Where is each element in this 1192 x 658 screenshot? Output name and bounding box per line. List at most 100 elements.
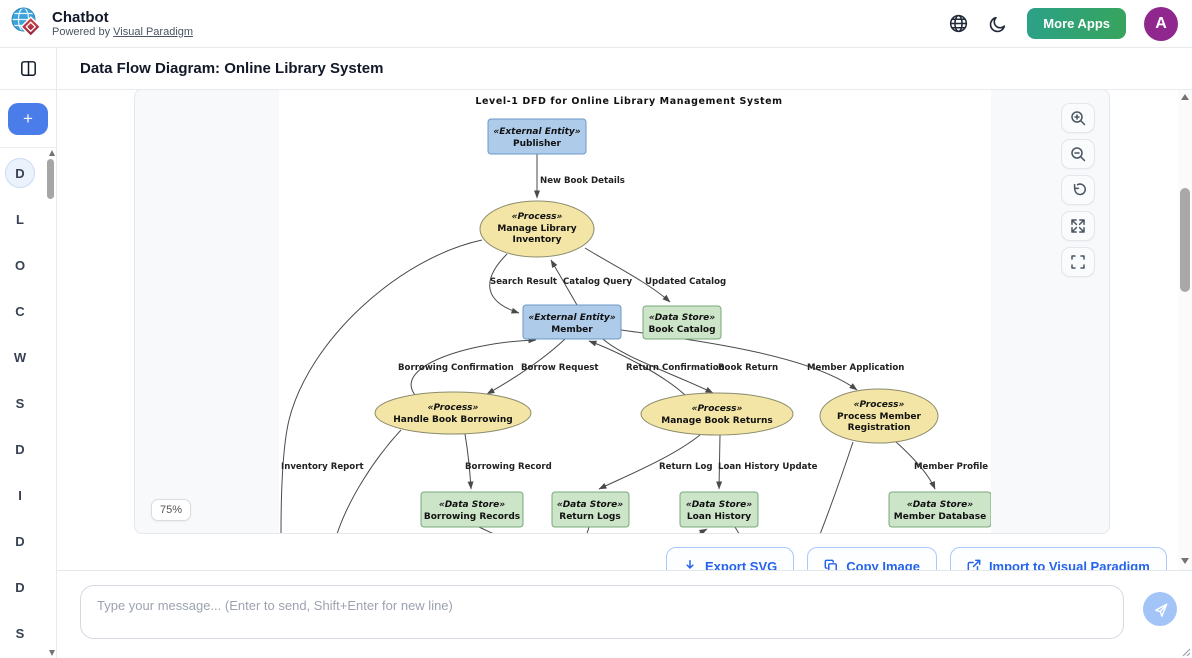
new-chat-button[interactable]: + bbox=[8, 102, 48, 135]
expand-icon bbox=[1071, 219, 1085, 233]
scroll-up-arrow[interactable] bbox=[49, 150, 55, 156]
diagram-viewer: Level-1 DFD for Online Library Managemen… bbox=[134, 90, 1110, 534]
flow-label: Catalog Query bbox=[563, 277, 632, 287]
conversation-item[interactable]: S bbox=[15, 395, 25, 411]
node-name: Loan History bbox=[687, 512, 751, 522]
scroll-down-arrow[interactable] bbox=[1181, 558, 1189, 564]
scrollbar-thumb[interactable] bbox=[1180, 188, 1190, 292]
page-title: Data Flow Diagram: Online Library System bbox=[80, 60, 384, 77]
node-process-member-registration[interactable]: «Process» Process Member Registration bbox=[819, 388, 939, 444]
expand-button[interactable] bbox=[1061, 211, 1095, 241]
node-name: Process Member bbox=[837, 412, 921, 422]
scrollbar-thumb[interactable] bbox=[47, 159, 54, 199]
export-svg-label: Export SVG bbox=[705, 558, 778, 571]
node-name: Member Database bbox=[894, 512, 986, 522]
conversation-item[interactable]: C bbox=[15, 303, 25, 319]
sidebar-scrollbar[interactable] bbox=[46, 148, 55, 658]
node-handle-book-borrowing[interactable]: «Process» Handle Book Borrowing bbox=[374, 391, 532, 435]
chat-scrollbar[interactable] bbox=[1178, 90, 1192, 570]
conversation-item[interactable]: S bbox=[15, 625, 25, 641]
flow-label: Member Application bbox=[807, 363, 904, 373]
conversation-item[interactable]: L bbox=[16, 211, 24, 227]
flow-label: Inventory Report bbox=[281, 462, 364, 472]
node-borrowing-records[interactable]: «Data Store» Borrowing Records bbox=[420, 491, 524, 528]
conversation-item[interactable]: O bbox=[14, 257, 26, 273]
diagram-actions: Export SVG Copy Image Import to Visual P… bbox=[666, 547, 1167, 570]
flow-label: Borrowing Record bbox=[465, 462, 552, 472]
node-manage-library-inventory[interactable]: «Process» Manage Library Inventory bbox=[479, 200, 595, 258]
node-name: Manage Library bbox=[497, 224, 576, 234]
language-button[interactable] bbox=[947, 13, 969, 35]
dfd-diagram[interactable]: Level-1 DFD for Online Library Managemen… bbox=[279, 90, 991, 533]
flow-label: Borrow Request bbox=[521, 363, 599, 373]
node-name: Borrowing Records bbox=[424, 512, 520, 522]
more-apps-button[interactable]: More Apps bbox=[1027, 8, 1126, 39]
visual-paradigm-logo bbox=[11, 6, 42, 37]
node-book-catalog[interactable]: «Data Store» Book Catalog bbox=[642, 305, 722, 340]
message-input[interactable] bbox=[80, 585, 1124, 639]
node-stereotype: «Process» bbox=[692, 404, 743, 414]
flow-label: Member Profile bbox=[914, 462, 988, 472]
node-name: Member bbox=[551, 325, 593, 335]
copy-image-label: Copy Image bbox=[846, 558, 920, 571]
node-stereotype: «Data Store» bbox=[557, 500, 623, 510]
conversation-list: D L O C W S D I D D S bbox=[0, 148, 56, 658]
node-return-logs[interactable]: «Data Store» Return Logs bbox=[551, 491, 630, 528]
node-manage-book-returns[interactable]: «Process» Manage Book Returns bbox=[640, 392, 794, 436]
viewer-toolbar bbox=[1061, 103, 1095, 277]
node-name: Manage Book Returns bbox=[661, 416, 772, 426]
flow-label: Borrowing Confirmation bbox=[398, 363, 514, 373]
powered-by: Powered by Visual Paradigm bbox=[52, 26, 193, 39]
node-member[interactable]: «External Entity» Member bbox=[522, 304, 622, 340]
dark-mode-button[interactable] bbox=[987, 13, 1009, 35]
conversation-item[interactable]: D bbox=[15, 579, 25, 595]
node-loan-history[interactable]: «Data Store» Loan History bbox=[679, 491, 759, 528]
node-stereotype: «Process» bbox=[512, 212, 563, 222]
conversation-item[interactable]: D bbox=[15, 533, 25, 549]
flow-label: New Book Details bbox=[540, 176, 625, 186]
conversation-item[interactable]: W bbox=[13, 349, 27, 365]
message-composer bbox=[57, 570, 1192, 658]
reset-view-button[interactable] bbox=[1061, 175, 1095, 205]
app-header: Chatbot Powered by Visual Paradigm More … bbox=[0, 0, 1192, 48]
node-stereotype: «Data Store» bbox=[439, 500, 505, 510]
node-member-database[interactable]: «Data Store» Member Database bbox=[888, 491, 991, 528]
node-stereotype: «Process» bbox=[428, 403, 479, 413]
node-name: Return Logs bbox=[559, 512, 620, 522]
node-name: Registration bbox=[848, 423, 911, 433]
export-svg-button[interactable]: Export SVG bbox=[666, 547, 795, 571]
copy-image-button[interactable]: Copy Image bbox=[807, 547, 937, 570]
sidebar-toggle-button[interactable] bbox=[17, 58, 39, 80]
zoom-in-icon bbox=[1071, 111, 1086, 126]
scroll-down-arrow[interactable] bbox=[49, 650, 55, 656]
zoom-in-button[interactable] bbox=[1061, 103, 1095, 133]
flow-labels: New Book Details Search Result Catalog Q… bbox=[281, 176, 988, 472]
resize-grip[interactable] bbox=[1181, 647, 1191, 657]
node-name: Publisher bbox=[513, 139, 561, 149]
fullscreen-button[interactable] bbox=[1061, 247, 1095, 277]
flow-label: Updated Catalog bbox=[645, 277, 726, 287]
send-button[interactable] bbox=[1143, 592, 1177, 626]
conversation-item[interactable]: I bbox=[18, 487, 22, 503]
powered-by-prefix: Powered by bbox=[52, 25, 111, 38]
flow-label: Loan History Update bbox=[718, 462, 818, 472]
node-stereotype: «Data Store» bbox=[649, 313, 715, 323]
node-name: Book Catalog bbox=[648, 325, 715, 335]
moon-icon bbox=[990, 16, 1006, 32]
import-to-visual-paradigm-label: Import to Visual Paradigm bbox=[988, 558, 1150, 571]
node-publisher[interactable]: «External Entity» Publisher bbox=[487, 118, 587, 155]
visual-paradigm-link[interactable]: Visual Paradigm bbox=[113, 25, 194, 38]
copy-icon bbox=[824, 559, 838, 570]
import-to-visual-paradigm-button[interactable]: Import to Visual Paradigm bbox=[949, 547, 1167, 571]
conversation-item[interactable]: D bbox=[5, 158, 35, 188]
node-name: Inventory bbox=[513, 235, 562, 245]
user-avatar[interactable]: A bbox=[1144, 6, 1178, 41]
flow-label: Return Log bbox=[659, 462, 713, 472]
conversation-item[interactable]: D bbox=[15, 441, 25, 457]
scroll-up-arrow[interactable] bbox=[1181, 94, 1189, 100]
chat-area: Level-1 DFD for Online Library Managemen… bbox=[57, 90, 1192, 570]
zoom-out-button[interactable] bbox=[1061, 139, 1095, 169]
zoom-out-icon bbox=[1071, 147, 1086, 162]
zoom-level-badge: 75% bbox=[151, 499, 192, 521]
flow-label: Book Return bbox=[718, 363, 778, 373]
